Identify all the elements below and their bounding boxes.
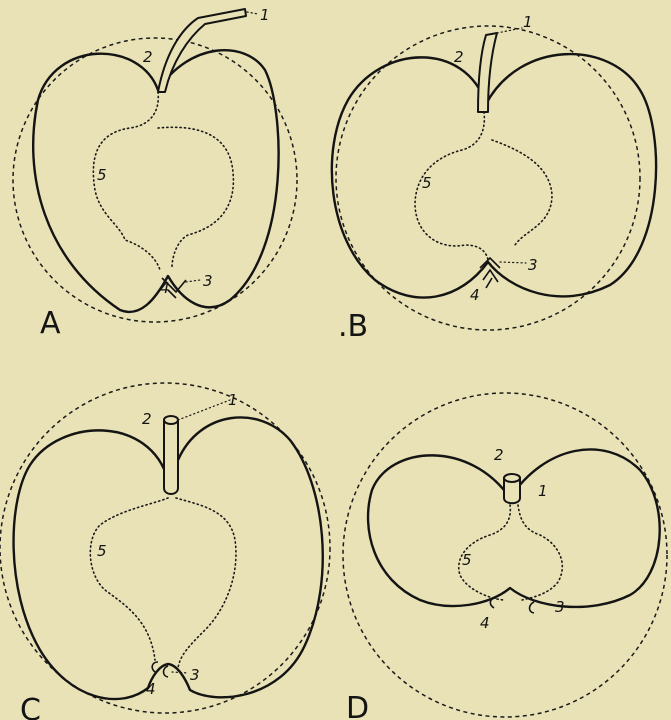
panel-c-letter: C [20, 693, 41, 720]
panel-a-core-outline [93, 92, 233, 270]
panel-d-label-5: 5 [462, 551, 472, 569]
panel-c-label-1: 1 [228, 391, 238, 409]
panel-c-label-2: 2 [142, 410, 152, 428]
panel-a-label-5: 5 [97, 166, 107, 184]
panel-c-label-4: 4 [146, 680, 156, 698]
panel-c-core-outline [90, 498, 236, 668]
panel-c-leader-1 [178, 400, 230, 420]
panel-a-label-1: 1 [260, 6, 270, 24]
panel-c-label-5: 5 [97, 542, 107, 560]
panel-c-leader-3 [172, 672, 188, 673]
panel-b-label-1: 1 [523, 13, 533, 31]
panel-b-label-4: 4 [470, 286, 480, 304]
panel-b-leader-3 [500, 262, 526, 263]
panel-c-label-3: 3 [190, 666, 200, 684]
panel-a-letter: A [40, 306, 61, 341]
panel-a-label-2: 2 [143, 48, 153, 66]
panel-d-label-1: 1 [538, 482, 548, 500]
panel-b-label-5: 5 [422, 174, 432, 192]
panel-b-leader-1 [497, 28, 522, 33]
panel-d-fruit-outline [368, 449, 660, 606]
panel-b: 1 2 3 4 5 .B [332, 13, 656, 344]
panel-b-stem [478, 33, 497, 112]
panel-a-dashed-circle [13, 38, 297, 322]
panel-a-fruit-outline [33, 50, 278, 312]
panel-b-letter: .B [338, 309, 368, 344]
panel-a-label-4: 4 [160, 279, 170, 297]
panel-d-calyx [490, 598, 534, 613]
panel-d-core-outline [459, 505, 563, 600]
panel-b-label-3: 3 [528, 256, 538, 274]
panel-a-label-3: 3 [203, 272, 213, 290]
panel-d: 1 2 3 4 5 D [343, 393, 667, 720]
panel-d-label-4: 4 [480, 614, 490, 632]
panel-d-stem-top [504, 474, 520, 482]
panel-d-letter: D [346, 691, 369, 720]
panel-c-stem [164, 420, 178, 494]
panel-d-label-2: 2 [494, 446, 504, 464]
panel-a-leader-3 [186, 280, 200, 282]
panel-d-dashed-circle [343, 393, 667, 717]
panel-c: 1 2 3 4 5 C [0, 383, 330, 720]
panel-c-stem-top [164, 416, 178, 424]
panel-a-leader-1 [247, 12, 258, 14]
panel-b-core-outline [415, 112, 552, 260]
panel-d-label-3: 3 [555, 598, 565, 616]
panel-a: 1 2 3 4 5 A [13, 6, 297, 341]
panel-b-label-2: 2 [454, 48, 464, 66]
